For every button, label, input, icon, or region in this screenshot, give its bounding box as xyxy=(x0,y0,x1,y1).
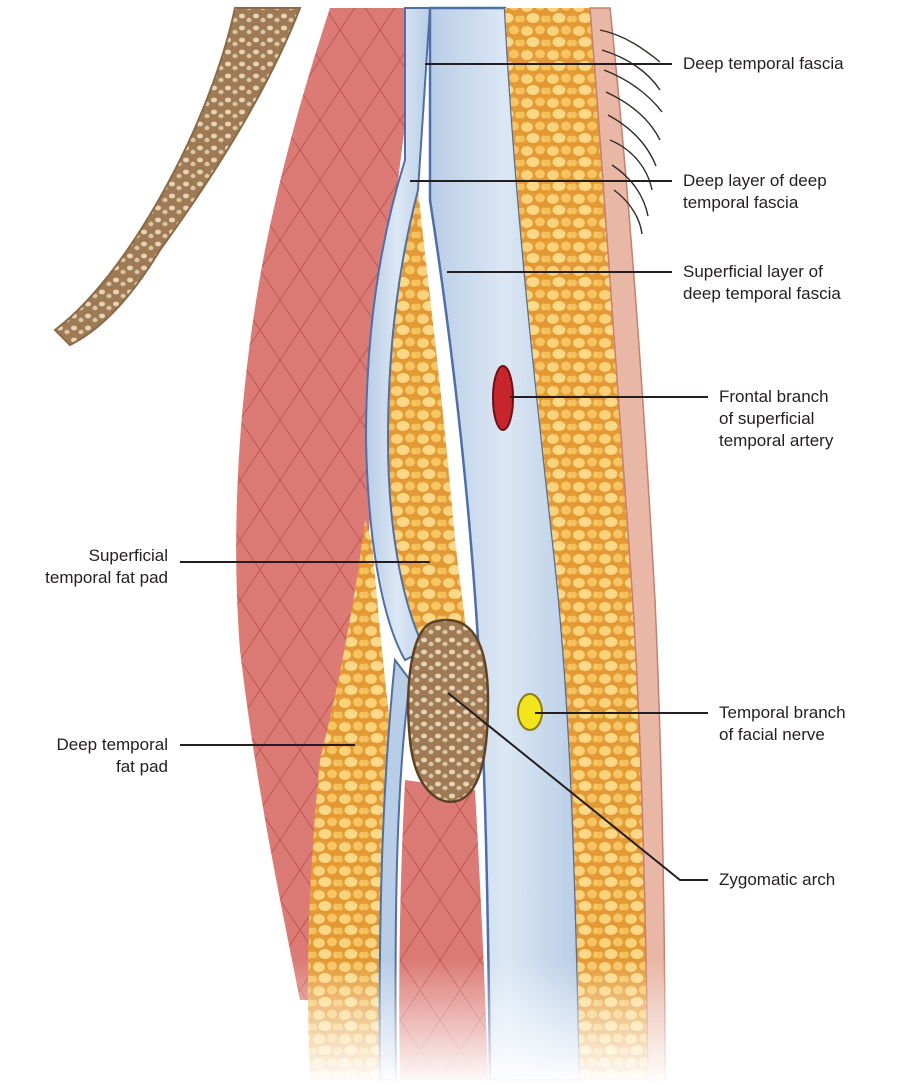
label-deep-temporal-fascia: Deep temporal fascia xyxy=(683,53,844,75)
label-line: Superficial layer of xyxy=(683,261,841,283)
label-line: fat pad xyxy=(8,756,168,778)
label-deep-layer-fascia: Deep layer of deep temporal fascia xyxy=(683,170,827,214)
label-line: Temporal branch xyxy=(719,702,846,724)
label-temporal-branch: Temporal branch of facial nerve xyxy=(719,702,846,746)
label-superficial-fat-pad: Superficial temporal fat pad xyxy=(8,545,168,589)
label-frontal-branch: Frontal branch of superficial temporal a… xyxy=(719,386,833,452)
label-line: of facial nerve xyxy=(719,724,846,746)
label-line: deep temporal fascia xyxy=(683,283,841,305)
label-line: temporal fat pad xyxy=(8,567,168,589)
label-zygomatic-arch: Zygomatic arch xyxy=(719,869,835,891)
label-line: Deep layer of deep xyxy=(683,170,827,192)
label-deep-fat-pad: Deep temporal fat pad xyxy=(8,734,168,778)
label-line: Deep temporal xyxy=(8,734,168,756)
label-line: Frontal branch xyxy=(719,386,833,408)
label-line: of superficial xyxy=(719,408,833,430)
label-line: Superficial xyxy=(8,545,168,567)
label-line: temporal artery xyxy=(719,430,833,452)
label-superficial-layer-fascia: Superficial layer of deep temporal fasci… xyxy=(683,261,841,305)
label-line: Deep temporal fascia xyxy=(683,53,844,75)
label-line: temporal fascia xyxy=(683,192,827,214)
zygomatic-arch xyxy=(408,620,488,802)
label-line: Zygomatic arch xyxy=(719,869,835,891)
